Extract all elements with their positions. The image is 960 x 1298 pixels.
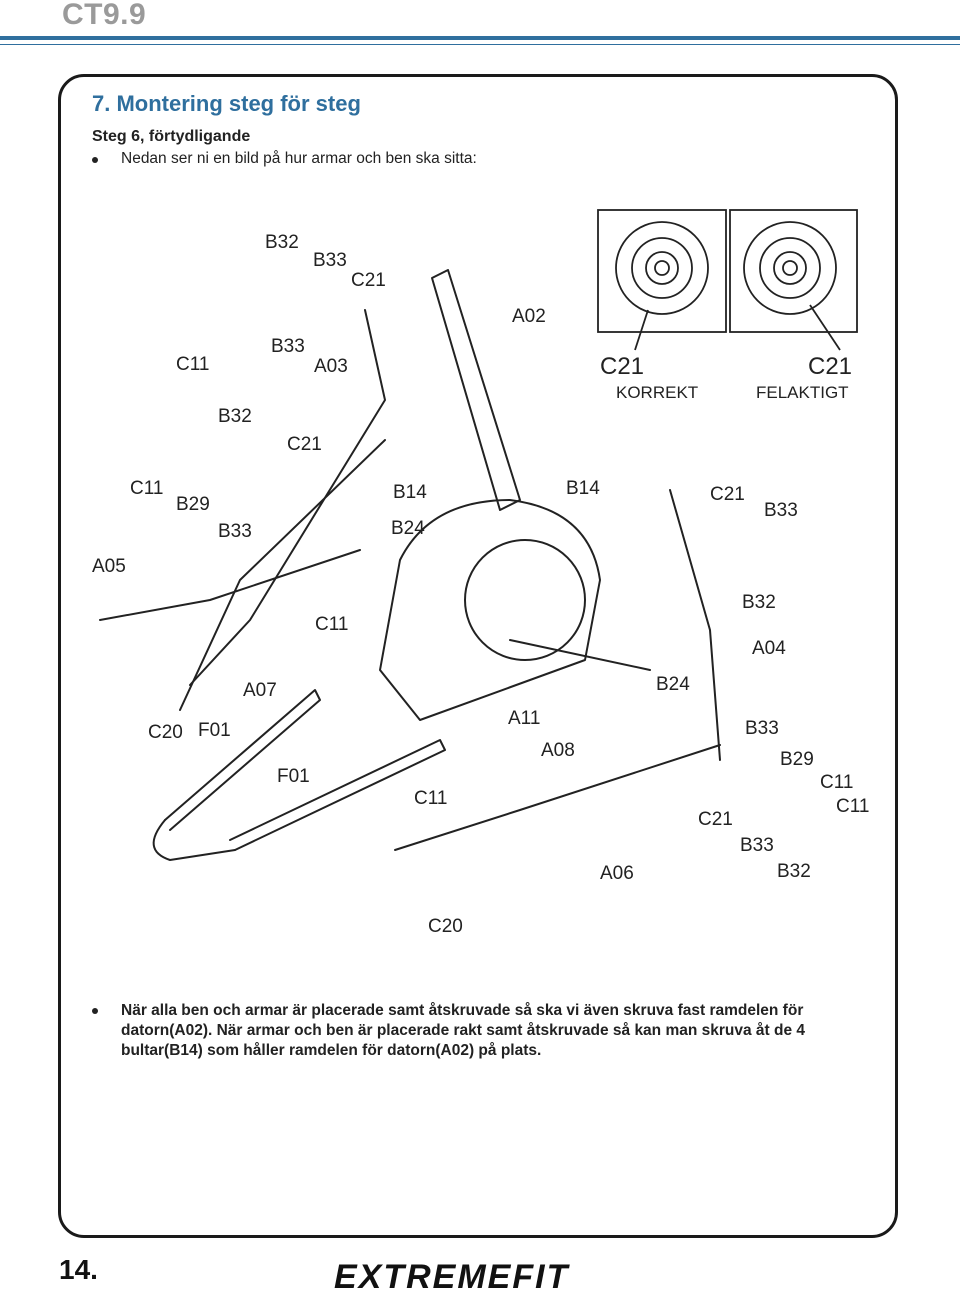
part-label: C11 <box>176 354 209 375</box>
part-label: B33 <box>271 336 305 357</box>
instruction-text: När alla ben och armar är placerade samt… <box>121 1002 806 1059</box>
part-label: F01 <box>198 720 231 741</box>
part-label: C21 <box>710 484 745 505</box>
part-label: C20 <box>148 722 183 743</box>
part-label: B32 <box>218 406 252 427</box>
detail-correct-box <box>597 209 727 333</box>
rear-stabilizer <box>509 639 651 671</box>
part-label: B32 <box>777 861 811 882</box>
part-label: B32 <box>265 232 299 253</box>
right-arm <box>669 489 721 761</box>
flywheel-housing <box>379 499 601 721</box>
instruction-bullet: När alla ben och armar är placerade samt… <box>92 1001 882 1061</box>
intro-text: Nedan ser ni en bild på hur armar och be… <box>121 150 477 167</box>
part-label: A11 <box>508 708 540 729</box>
right-pedal-arm <box>394 744 721 851</box>
part-label: C11 <box>315 614 348 635</box>
flywheel <box>464 539 586 661</box>
part-label: B14 <box>566 478 600 499</box>
part-label: B33 <box>740 835 774 856</box>
left-arm <box>189 309 386 686</box>
part-label: B24 <box>656 674 690 695</box>
brand-logo: EXTREMEFIT <box>334 1258 570 1296</box>
part-label: B32 <box>742 592 776 613</box>
part-label: A07 <box>243 680 277 701</box>
part-label: C21 <box>351 270 386 291</box>
page-number: 14. <box>59 1254 98 1285</box>
part-label: B14 <box>393 482 427 503</box>
part-label: C20 <box>428 916 463 937</box>
model-name: CT9.9 <box>62 0 147 31</box>
assembly-diagram: B32B33C21A02C11B33A03B32C21C11B29B33B14B… <box>92 209 869 937</box>
step-heading: Steg 6, förtydligande <box>92 128 251 145</box>
part-label: B29 <box>780 749 814 770</box>
left-rail <box>164 689 321 831</box>
part-label: A06 <box>600 863 634 884</box>
part-label: B33 <box>313 250 347 271</box>
part-label: C21 <box>287 434 322 455</box>
left-pedal-arm <box>99 549 361 621</box>
section-title: 7. Montering steg för steg <box>92 91 361 116</box>
part-label: B33 <box>764 500 798 521</box>
detail-correct-label: KORREKT <box>616 383 698 402</box>
part-label: C11 <box>820 772 853 793</box>
part-label: A05 <box>92 556 126 577</box>
left-arm-lower <box>179 439 386 711</box>
detail-left-part: C21 <box>600 353 644 380</box>
part-label: B33 <box>745 718 779 739</box>
bullet-icon <box>92 1008 98 1014</box>
header-rule <box>0 36 960 40</box>
header-rule-thin <box>0 44 960 45</box>
part-label: C11 <box>130 478 163 499</box>
part-label: B33 <box>218 521 252 542</box>
rail-curve <box>152 819 236 861</box>
part-label: A02 <box>512 306 546 327</box>
part-label: B29 <box>176 494 210 515</box>
part-label: C11 <box>836 796 869 817</box>
part-label: A03 <box>314 356 348 377</box>
part-label: A08 <box>541 740 575 761</box>
part-label: C21 <box>698 809 733 830</box>
bullet-icon <box>92 157 98 163</box>
detail-incorrect-label: FELAKTIGT <box>756 383 849 402</box>
intro-bullet: Nedan ser ni en bild på hur armar och be… <box>92 150 477 168</box>
right-rail <box>229 739 446 851</box>
part-label: B24 <box>391 518 425 539</box>
detail-right-part: C21 <box>808 353 852 380</box>
part-label: A04 <box>752 638 786 659</box>
detail-incorrect-box <box>729 209 858 333</box>
content-frame <box>58 74 898 1238</box>
part-label: C11 <box>414 788 447 809</box>
part-label: F01 <box>277 766 310 787</box>
console-mast <box>431 269 521 511</box>
